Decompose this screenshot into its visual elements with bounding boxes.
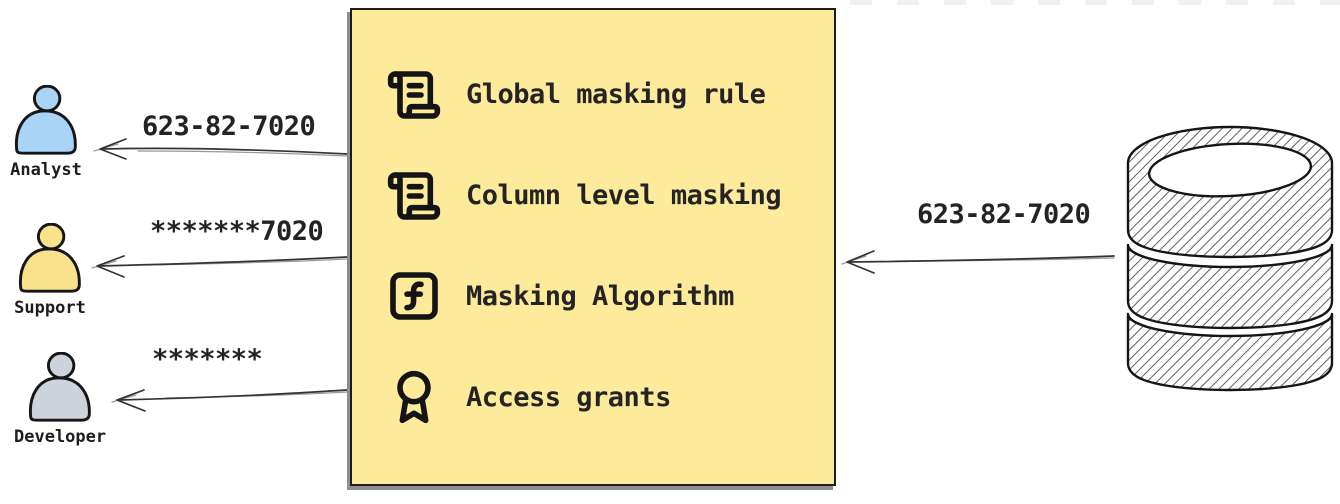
masking-item-access-grants: Access grants — [386, 369, 816, 425]
arrow-to-analyst-icon — [93, 138, 348, 160]
scroll-text-icon — [386, 168, 442, 224]
scroll-text-icon — [386, 67, 442, 123]
masking-item-label: Access grants — [466, 381, 671, 413]
arrow-to-support-icon — [91, 255, 348, 278]
actor-support-label: Support — [14, 298, 86, 318]
masked-value-support: *******7020 — [150, 216, 324, 247]
arrow-database-to-box-icon — [841, 250, 1115, 274]
actor-support: Support — [12, 223, 88, 318]
developer-person-icon — [29, 352, 91, 422]
masking-item-label: Masking Algorithm — [466, 280, 734, 312]
award-icon — [386, 369, 442, 425]
function-square-icon — [386, 268, 442, 324]
masking-box: Global masking rule Column level masking — [350, 8, 836, 486]
database-icon — [1126, 125, 1334, 392]
masking-item-label: Global masking rule — [466, 79, 766, 111]
arrow-to-developer-icon — [111, 389, 348, 412]
actor-developer-label: Developer — [14, 427, 107, 447]
support-person-icon — [18, 223, 81, 293]
actor-developer: Developer — [14, 352, 106, 447]
masking-item-column-level: Column level masking — [386, 168, 816, 224]
database-output-value: 623-82-7020 — [917, 199, 1091, 230]
actor-analyst: Analyst — [8, 85, 84, 180]
actor-analyst-label: Analyst — [10, 160, 82, 180]
canvas-top-dashes — [850, 0, 1340, 5]
masking-item-label: Column level masking — [466, 180, 782, 212]
analyst-person-icon — [14, 85, 77, 155]
masking-item-algorithm: Masking Algorithm — [386, 268, 816, 324]
masked-value-developer: ******* — [152, 344, 263, 375]
masked-value-analyst: 623-82-7020 — [142, 111, 316, 142]
masking-item-global-rule: Global masking rule — [386, 67, 816, 123]
